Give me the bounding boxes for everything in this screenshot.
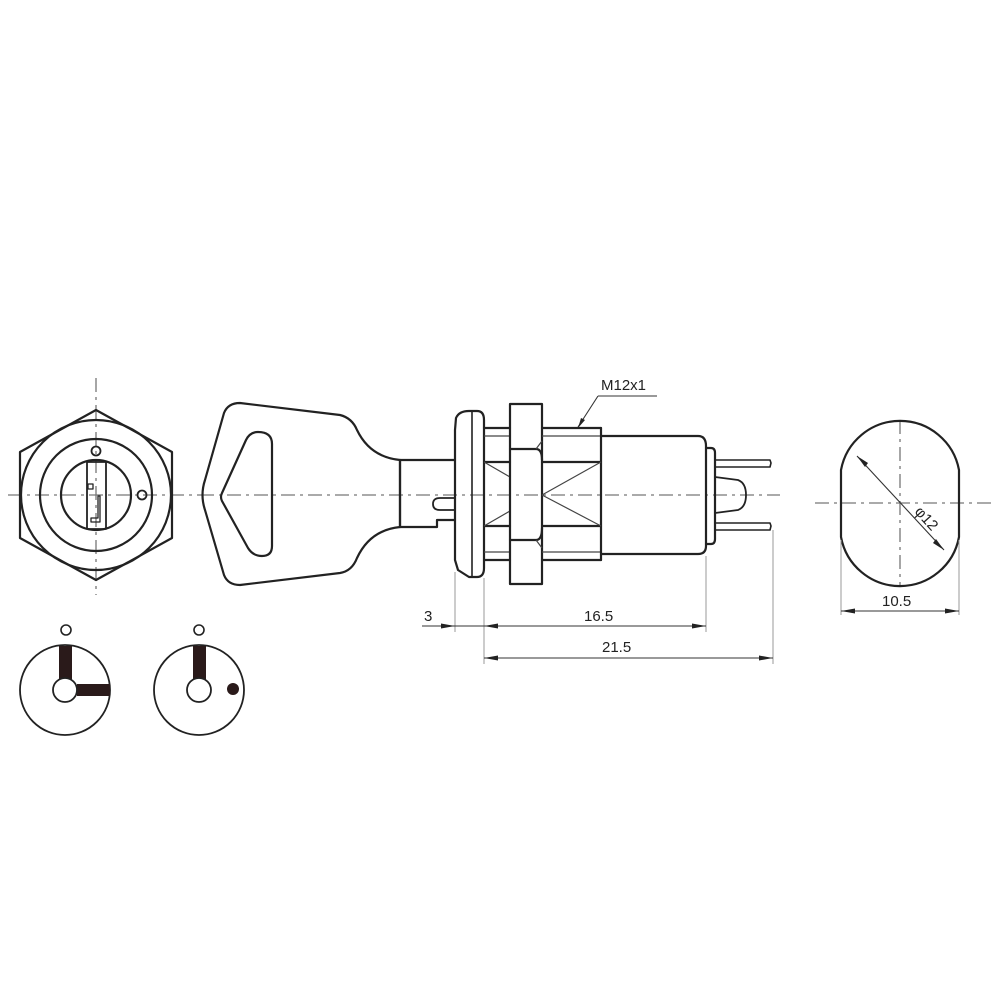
middle-ring bbox=[38, 437, 154, 553]
arrowhead bbox=[441, 623, 455, 629]
front-view bbox=[8, 378, 200, 595]
diameter-label: φ12 bbox=[911, 503, 941, 534]
arrowhead bbox=[484, 655, 498, 661]
indicator-hole-right bbox=[136, 489, 148, 501]
key-slot-ward bbox=[90, 495, 101, 523]
rear-housing bbox=[599, 434, 708, 556]
diameter-line bbox=[856, 455, 945, 551]
nut-chamfer-detail bbox=[535, 440, 543, 549]
side-view: M12x1 bbox=[200, 377, 780, 587]
rear-cap bbox=[704, 446, 717, 546]
terminal-top bbox=[714, 459, 772, 468]
center-terminal bbox=[714, 476, 747, 514]
end-view: φ12 10.5 bbox=[815, 419, 995, 615]
nut-chamfer-top bbox=[508, 447, 544, 462]
arrowhead bbox=[841, 608, 855, 614]
position-diagram-2 bbox=[153, 624, 245, 736]
position-indicator-icon bbox=[60, 624, 72, 636]
dim-body-label: 16.5 bbox=[584, 608, 613, 625]
key-cylinder bbox=[59, 458, 133, 532]
bezel-flange bbox=[453, 409, 486, 579]
arrowhead bbox=[857, 456, 868, 467]
flat-diagonal bbox=[541, 494, 602, 527]
key-head bbox=[201, 401, 402, 587]
position-bar-right bbox=[77, 684, 110, 696]
position-dot bbox=[227, 683, 239, 695]
hex-nut-side bbox=[508, 402, 544, 586]
key-slot-notch bbox=[87, 483, 94, 490]
position-bar-top bbox=[59, 646, 72, 680]
thread-leader-arrow bbox=[578, 418, 585, 428]
indicator-hole-top bbox=[90, 445, 102, 457]
key-slot bbox=[86, 461, 107, 530]
arrowhead bbox=[759, 655, 773, 661]
nut-chamfer-bottom bbox=[508, 526, 544, 542]
flat-line bbox=[483, 461, 511, 478]
arrowhead bbox=[484, 623, 498, 629]
arrowhead bbox=[692, 623, 706, 629]
dim-total-label: 21.5 bbox=[602, 639, 631, 656]
key-head-hole bbox=[219, 430, 274, 558]
arrowhead bbox=[933, 539, 944, 550]
arrowhead bbox=[945, 608, 959, 614]
side-dimensions: 3 16.5 21.5 bbox=[422, 530, 774, 664]
key-tip bbox=[432, 497, 456, 511]
terminal-bottom bbox=[714, 522, 772, 531]
position-hub bbox=[52, 677, 78, 703]
outer-ring bbox=[19, 418, 173, 572]
position-bar-top bbox=[193, 646, 206, 680]
thread-label: M12x1 bbox=[601, 377, 646, 394]
dim-flange-label: 3 bbox=[424, 608, 432, 625]
flat-diagonal bbox=[541, 461, 602, 496]
position-diagram-1 bbox=[19, 624, 111, 736]
position-disc bbox=[153, 644, 245, 736]
dim-flat-label: 10.5 bbox=[882, 593, 911, 610]
cutout-profile bbox=[839, 419, 961, 588]
position-indicator-icon bbox=[193, 624, 205, 636]
position-hub bbox=[186, 677, 212, 703]
flat-line bbox=[483, 510, 511, 527]
key-shank bbox=[398, 458, 457, 529]
hex-nut-outline bbox=[18, 408, 174, 582]
